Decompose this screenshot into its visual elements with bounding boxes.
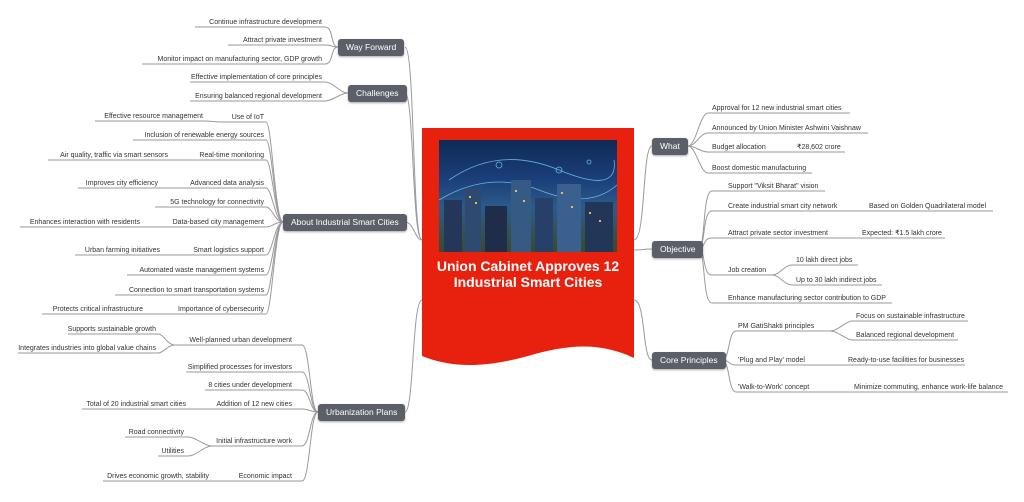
branch-core-principles[interactable]: Core Principles xyxy=(652,352,726,369)
leaf-viksit-bharat: Support "Viksit Bharat" vision xyxy=(728,183,819,190)
leaf-air-quality: Air quality, traffic via smart sensors xyxy=(60,152,168,159)
leaf-balanced-development: Balanced regional development xyxy=(856,332,955,339)
leaf-balanced-regional: Ensuring balanced regional development xyxy=(195,93,322,100)
leaf-expected-investment: Expected: ₹1.5 lakh crore xyxy=(862,230,942,237)
leaf-initial-infrastructure: Initial infrastructure work xyxy=(216,438,292,445)
leaf-enhances-interaction: Enhances interaction with residents xyxy=(29,219,140,226)
leaf-5g: 5G technology for connectivity xyxy=(170,199,264,206)
branch-what[interactable]: What xyxy=(652,138,688,155)
leaf-budget: Budget allocation xyxy=(712,144,766,151)
leaf-data-based: Data-based city management xyxy=(172,219,264,226)
leaf-renewable: Inclusion of renewable energy sources xyxy=(144,132,264,139)
leaf-advanced-data: Advanced data analysis xyxy=(190,180,264,187)
leaf-urban-farming: Urban farming initiatives xyxy=(84,247,160,254)
leaf-boost-manufacturing: Boost domestic manufacturing xyxy=(712,165,807,172)
leaf-direct-jobs: 10 lakh direct jobs xyxy=(796,257,853,264)
leaf-integrates-industries: Integrates industries into global value … xyxy=(18,345,156,352)
branch-urbanization[interactable]: Urbanization Plans xyxy=(318,404,406,421)
leaf-total-20: Total of 20 industrial smart cities xyxy=(86,401,186,408)
leaf-ready-facilities: Ready-to-use facilities for businesses xyxy=(848,357,964,364)
leaf-well-planned: Well-planned urban development xyxy=(189,337,292,344)
branch-objective[interactable]: Objective xyxy=(652,241,704,258)
leaf-drives-growth: Drives economic growth, stability xyxy=(107,473,209,480)
branch-way-forward[interactable]: Way Forward xyxy=(338,39,405,56)
central-topic: Union Cabinet Approves 12 Industrial Sma… xyxy=(422,128,634,368)
leaf-economic-impact: Economic impact xyxy=(238,473,292,480)
leaf-minimize-commuting: Minimize commuting, enhance work-life ba… xyxy=(854,384,1004,391)
leaf-budget-value: ₹28,602 crore xyxy=(797,144,841,151)
leaf-attract-private: Attract private investment xyxy=(243,37,322,44)
leaf-road-connectivity: Road connectivity xyxy=(128,429,184,436)
leaf-job-creation: Job creation xyxy=(728,267,767,274)
leaf-smart-logistics: Smart logistics support xyxy=(193,247,264,254)
leaf-use-iot: Use of IoT xyxy=(231,114,264,121)
leaf-cybersecurity: Importance of cybersecurity xyxy=(178,306,264,313)
leaf-pm-gatishakti: PM GatiShakti principles xyxy=(738,323,815,330)
leaf-improves-efficiency: Improves city efficiency xyxy=(85,180,158,187)
leaf-8-cities: 8 cities under development xyxy=(208,382,292,389)
leaf-waste-management: Automated waste management systems xyxy=(139,267,264,274)
central-title: Union Cabinet Approves 12 Industrial Sma… xyxy=(436,258,620,290)
smart-city-image xyxy=(439,140,617,252)
leaf-smart-transport: Connection to smart transportation syste… xyxy=(128,287,264,294)
leaf-golden-quadrilateral: Based on Golden Quadrilateral model xyxy=(869,203,987,210)
leaf-addition-12: Addition of 12 new cities xyxy=(216,401,293,408)
leaf-protects-infrastructure: Protects critical infrastructure xyxy=(52,306,143,313)
leaf-simplified-processes: Simplified processes for investors xyxy=(187,364,292,371)
leaf-attract-investment: Attract private sector investment xyxy=(728,230,828,237)
leaf-create-network: Create industrial smart city network xyxy=(728,203,838,210)
branch-challenges[interactable]: Challenges xyxy=(348,85,407,102)
leaf-monitor-impact: Monitor impact on manufacturing sector, … xyxy=(157,56,322,63)
leaf-realtime: Real-time monitoring xyxy=(199,152,264,159)
leaf-effective-implementation: Effective implementation of core princip… xyxy=(191,74,322,81)
leaf-announced: Announced by Union Minister Ashwini Vais… xyxy=(712,125,861,132)
leaf-indirect-jobs: Up to 30 lakh indirect jobs xyxy=(796,277,877,284)
leaf-sustainable-infra: Focus on sustainable infrastructure xyxy=(856,313,965,320)
leaf-supports-sustainable: Supports sustainable growth xyxy=(67,326,156,333)
leaf-enhance-gdp: Enhance manufacturing sector contributio… xyxy=(728,295,886,302)
leaf-effective-resource: Effective resource management xyxy=(104,113,203,120)
branch-about[interactable]: About Industrial Smart Cities xyxy=(283,214,407,231)
leaf-walk-to-work: 'Walk-to-Work' concept xyxy=(738,384,810,391)
leaf-plug-and-play: 'Plug and Play' model xyxy=(738,357,805,364)
leaf-approval: Approval for 12 new industrial smart cit… xyxy=(712,105,842,112)
leaf-continue-infrastructure: Continue infrastructure development xyxy=(209,19,322,26)
leaf-utilities: Utilities xyxy=(161,448,184,455)
